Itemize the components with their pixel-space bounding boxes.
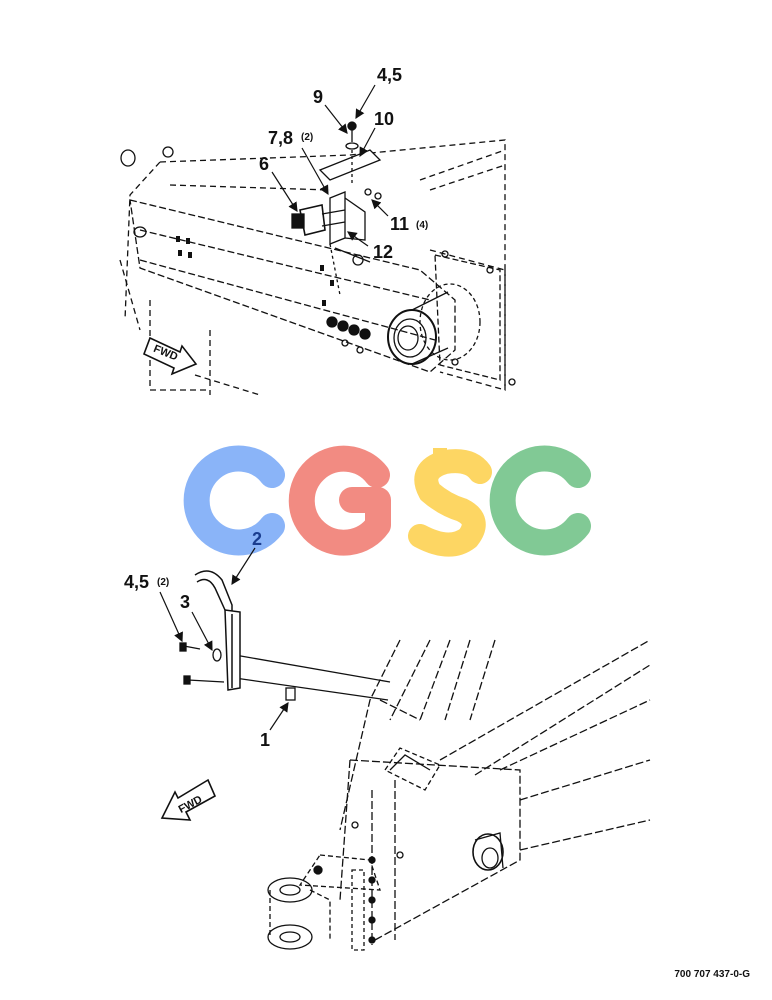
washer-part-3	[212, 648, 222, 662]
leader-lines	[271, 84, 389, 247]
callout-7-8: 7,8	[268, 128, 293, 148]
bolts-part-4-5	[179, 642, 225, 685]
callout-12: 12	[373, 242, 393, 262]
sensor-rod	[234, 654, 391, 701]
callout-6: 6	[259, 154, 269, 174]
beam-holes	[176, 236, 334, 306]
tongue-opening	[384, 747, 441, 791]
main-beam	[120, 146, 456, 373]
watermark-letter-g	[288, 445, 391, 556]
watermark	[183, 445, 591, 557]
spacer-part-1	[285, 687, 296, 701]
bottom-view: FWD	[159, 547, 651, 951]
callout-4-5-bottom: 4,5	[124, 572, 149, 592]
side-plate	[434, 250, 516, 386]
tongue-frame	[339, 639, 651, 945]
callout-4-5-qty: (2)	[157, 577, 169, 588]
callout-3: 3	[180, 592, 190, 612]
watermark-letter-s	[408, 448, 492, 557]
top-callouts: 9 4,5 10 7,8 (2) 6 11 (4) 12	[259, 65, 428, 262]
bearing-hub	[387, 283, 481, 365]
callout-2: 2	[252, 529, 262, 549]
bracket-part-2	[194, 570, 241, 691]
callout-1: 1	[260, 730, 270, 750]
callout-4-5-top: 4,5	[377, 65, 402, 85]
callout-11-qty: (4)	[416, 220, 428, 231]
frame-background	[119, 139, 506, 396]
watermark-letter-c2	[489, 445, 591, 556]
callout-11: 11	[390, 214, 409, 234]
top-view: FWD	[119, 84, 516, 396]
bolt-row	[326, 316, 371, 354]
callout-9: 9	[313, 87, 323, 107]
watermark-letter-c1	[183, 445, 285, 556]
sensor-bracket-assembly	[291, 121, 382, 296]
bottom-callouts: 2 4,5 (2) 3 1	[124, 529, 270, 750]
drawing-number: 700 707 437-0-G	[674, 969, 750, 980]
hitch	[267, 821, 404, 951]
fwd-arrow-bottom: FWD	[160, 778, 217, 821]
fwd-arrow-top: FWD	[142, 336, 198, 376]
callout-7-8-qty: (2)	[301, 132, 313, 143]
bottom-leader-lines	[159, 547, 289, 731]
callout-10: 10	[374, 109, 394, 129]
pivot-bushing	[472, 832, 504, 871]
